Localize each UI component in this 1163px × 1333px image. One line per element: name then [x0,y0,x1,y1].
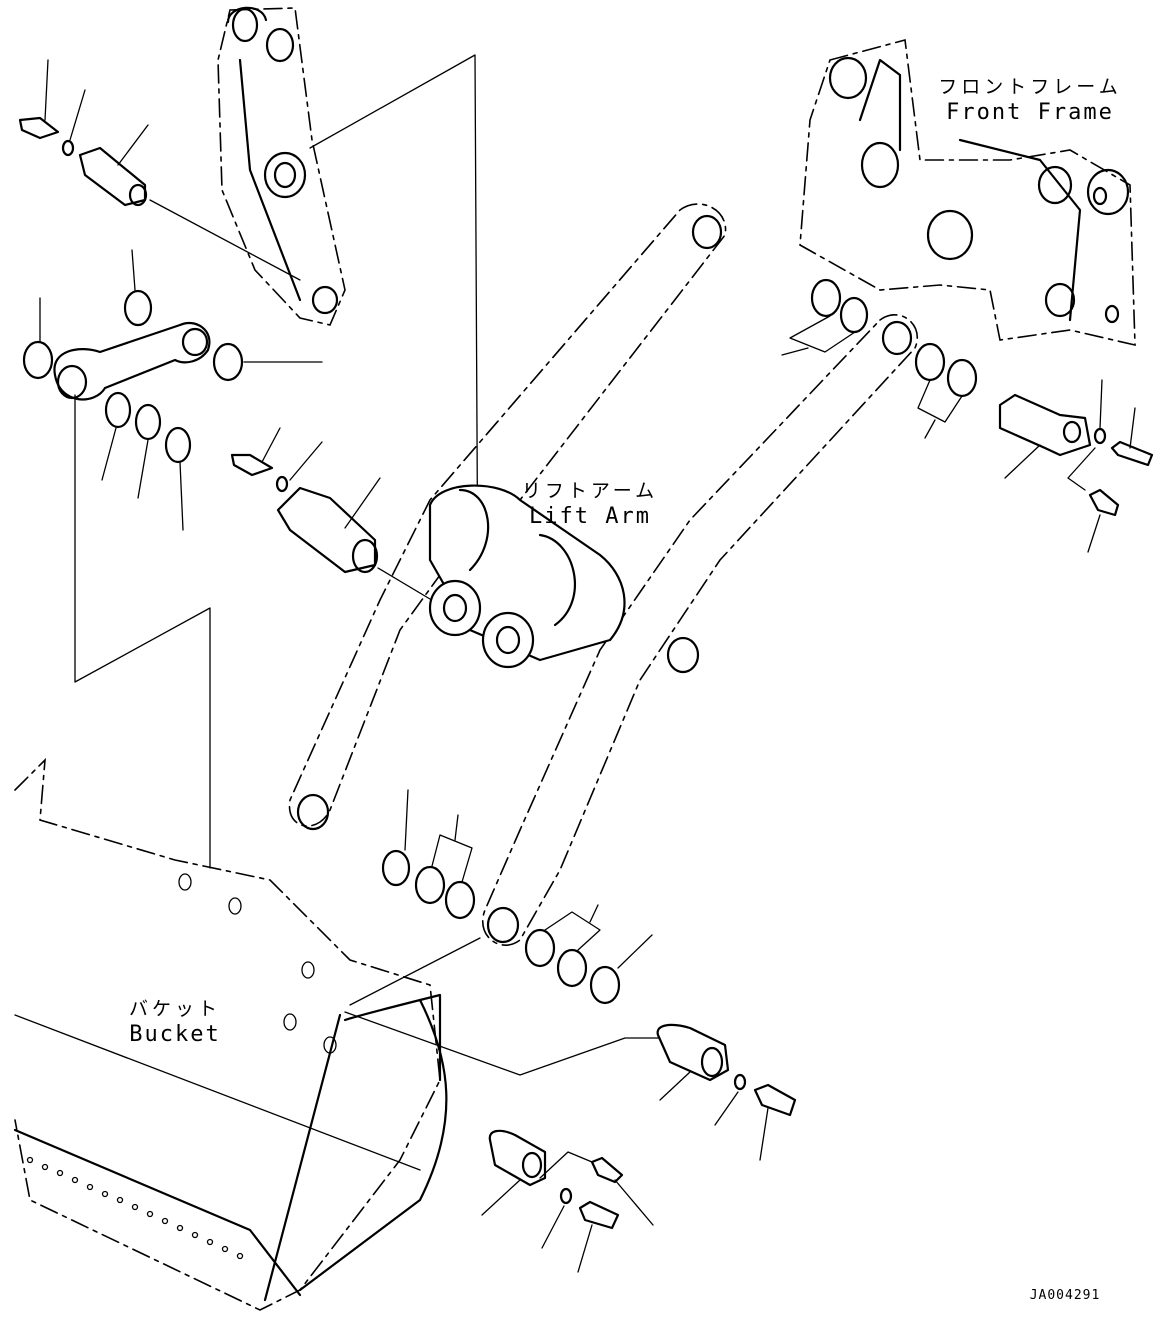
shims-front-frame-upper [781,278,869,356]
bellcrank [217,6,346,326]
leader-bellcrank-pin [149,199,301,281]
pin-assembly-center [230,427,441,606]
leader-lift-arm-bucket [349,937,481,1006]
bucket-label: バケット Bucket [110,996,240,1048]
lift-arm-label-en: Lift Arm [529,504,651,529]
shims-lift-arm-lower [381,789,653,1005]
lift-arm-label-jp: リフトアーム [521,480,659,502]
bucket-label-en: Bucket [129,1022,221,1047]
pin-assembly-bucket-lower [481,1129,654,1273]
pin-assembly-bucket-right [656,1023,797,1161]
front-frame-label-jp: フロントフレーム [938,76,1122,98]
bucket-edge-holes [26,1156,244,1260]
front-frame [799,38,1136,347]
lift-arm-label: リフトアーム Lift Arm [520,478,660,530]
bucket-label-jp: バケット [128,998,221,1020]
pin-assembly-front-frame [914,342,1154,553]
front-frame-label-en: Front Frame [946,100,1114,125]
leader-bellcrank-link [309,54,479,621]
drawing-code: JA004291 [1029,1288,1101,1303]
bucket [13,757,448,1311]
leader-link-bucket [74,394,211,869]
leader-bucket-pin [344,1011,661,1076]
lift-arm [288,203,918,946]
pin-assembly-top-left [18,59,149,207]
link [22,249,323,531]
front-frame-label: フロントフレーム Front Frame [930,74,1130,126]
